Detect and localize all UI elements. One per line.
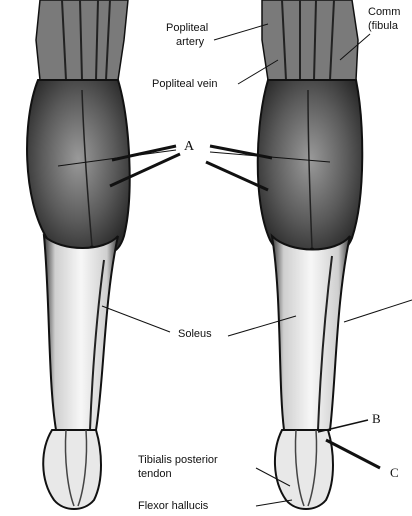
leader-popliteal-artery [214,24,268,40]
leader-soleus-left [102,306,170,332]
left-gastrocnemius [27,80,130,256]
label-tibialis-1: Tibialis posterior [138,454,218,466]
label-marker-c: C [390,466,399,480]
label-tibialis-2: tendon [138,468,172,480]
label-soleus: Soleus [178,328,212,340]
left-heel [43,430,101,509]
leader-soleus-far-right [344,300,412,322]
label-flexor-hallucis: Flexor hallucis [138,500,208,512]
left-leg [27,0,130,509]
label-common-fibular-2: (fibula [368,20,398,32]
right-thigh [262,0,358,80]
label-common-fibular-1: Comm [368,6,400,18]
left-shin [44,236,118,430]
label-marker-b: B [372,412,381,426]
leader-c [326,440,380,468]
right-gastrocnemius [258,80,363,257]
label-popliteal-artery-2: artery [176,36,204,48]
label-popliteal-artery-1: Popliteal [166,22,208,34]
right-heel [275,430,333,509]
leader-flexor [256,500,292,506]
right-shin [272,236,350,430]
label-popliteal-vein: Popliteal vein [152,78,217,90]
label-marker-a: A [184,140,194,154]
right-leg [258,0,363,509]
